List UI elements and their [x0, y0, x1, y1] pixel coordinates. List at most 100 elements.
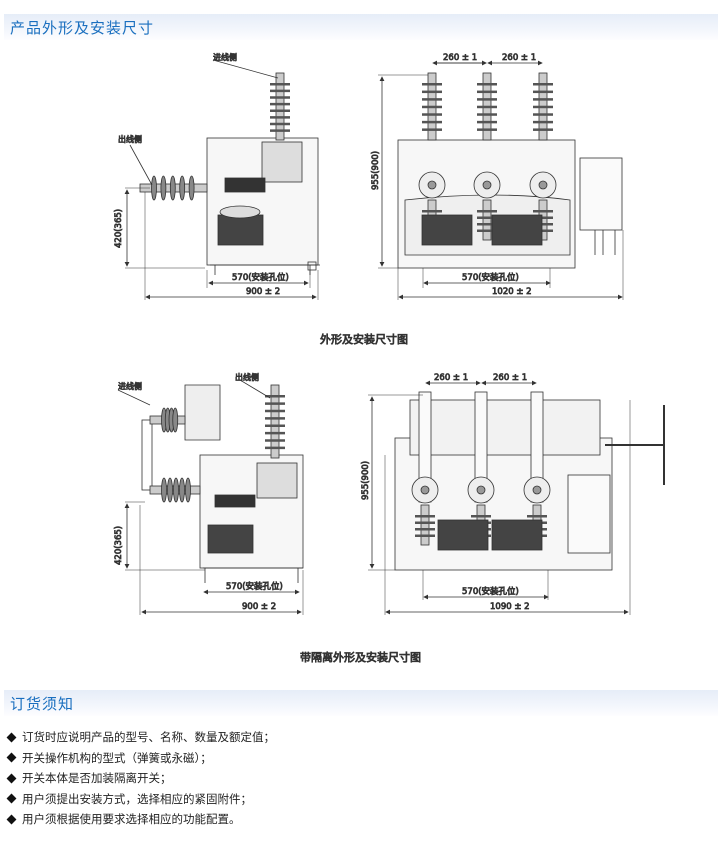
insulator-shed [188, 175, 195, 201]
width-dimension: 900 ± 2 [246, 287, 280, 297]
insulator-shed [422, 113, 442, 116]
insulator-shed [265, 409, 285, 413]
list-item: 开关操作机构的型式（弹簧或永磁）； [6, 748, 275, 769]
insulator-shed [477, 128, 497, 131]
insulator-shed [477, 105, 497, 109]
insulator-shed [185, 477, 191, 503]
figure-caption: 外形及安装尺寸图 [320, 332, 408, 346]
vacuum-interrupter [214, 494, 256, 508]
bushing-insulator [477, 199, 497, 241]
operating-mechanism [491, 214, 543, 246]
insulator-shed [270, 102, 290, 106]
insulator-shed [533, 210, 553, 213]
insulator-shed [265, 402, 285, 405]
insulator-shed [151, 175, 157, 201]
list-item: 用户须提出安装方式，选择相应的紧固附件； [6, 789, 275, 810]
bushing-insulator [477, 72, 497, 141]
outlet-side-label: 出线侧 [118, 134, 142, 144]
insulator-shed [270, 116, 290, 119]
bushing-insulator [415, 504, 435, 546]
insulator-shed [265, 417, 285, 420]
list-item: 订货时应说明产品的型号、名称、数量及额定值； [6, 727, 275, 748]
diamond-bullet-icon [6, 814, 17, 825]
section-header-dimensions: 产品外形及安装尺寸 [4, 14, 718, 40]
side-view-drawing-1: 进线侧 出线侧 420(365) 570(安装孔位) 900 ± 2 [114, 52, 320, 300]
insulator-shed [533, 223, 553, 226]
current-transformer [256, 462, 298, 499]
foot [307, 261, 317, 271]
front-view-drawing-2: 260 ± 1 260 ± 1 955(900) 570(安装孔位) 1090 … [361, 373, 665, 615]
height-dimension: 955(900) [371, 151, 381, 190]
section-title: 产品外形及安装尺寸 [10, 19, 155, 37]
ordering-notes-list: 订货时应说明产品的型号、名称、数量及额定值； 开关操作机构的型式（弹簧或永磁）；… [6, 727, 275, 830]
insulator-shed [477, 113, 497, 116]
insulator-shed [533, 90, 553, 94]
insulator-shed [477, 216, 497, 219]
operating-mechanism [217, 214, 264, 246]
insulator-shed [477, 83, 497, 86]
insulator-shed [270, 83, 290, 86]
insulator-shed [265, 395, 285, 398]
section-title: 订货须知 [10, 695, 75, 713]
list-item: 用户须根据使用要求选择相应的功能配置。 [6, 809, 275, 830]
insulator-shed [270, 122, 290, 126]
insulator-shed [533, 113, 553, 116]
bushing-insulator [149, 407, 186, 433]
insulator-shed [173, 477, 179, 503]
insulator-shed [533, 98, 553, 101]
bushing-insulator [139, 175, 208, 201]
insulator-shed [533, 83, 553, 86]
figure-caption: 带隔离外形及安装尺寸图 [300, 650, 421, 664]
insulator-shed [422, 98, 442, 101]
insulator-shed [422, 120, 442, 124]
pitch-dimension: 260 ± 1 [434, 373, 468, 383]
width-dimension: 1090 ± 2 [490, 602, 530, 612]
bushing-insulator [265, 384, 285, 459]
bushing-insulator [533, 72, 553, 141]
diamond-bullet-icon [6, 773, 17, 784]
insulator-shed [477, 229, 497, 232]
width-dimension: 900 ± 2 [242, 602, 276, 612]
insulator-shed [415, 534, 435, 537]
insulator-shed [265, 424, 285, 427]
insulator-shed [265, 439, 285, 442]
bushing-insulator [270, 72, 290, 141]
control-box [567, 474, 611, 554]
inlet-side-label: 进线侧 [118, 381, 142, 391]
insulator-shed [179, 175, 186, 201]
insulator-shed [533, 120, 553, 124]
diamond-bullet-icon [6, 793, 17, 804]
technical-drawings: 进线侧 出线侧 420(365) 570(安装孔位) 900 ± 2 260 ±… [114, 52, 665, 664]
pitch-dimension: 260 ± 1 [502, 53, 536, 63]
insulator-shed [265, 446, 285, 450]
leader-line [212, 59, 279, 79]
insulator-shed [169, 175, 176, 201]
insulator-shed [270, 109, 290, 112]
note-text: 开关本体是否加装隔离开关； [22, 771, 172, 786]
current-transformer [261, 141, 303, 183]
vacuum-interrupter [224, 177, 266, 193]
insulator-shed [533, 216, 553, 219]
section-header-ordering: 订货须知 [4, 690, 718, 716]
operating-mechanism [207, 524, 254, 554]
bushing-insulator [422, 72, 442, 141]
insulator-shed [160, 175, 167, 201]
diamond-bullet-icon [6, 732, 17, 743]
insulator-shed [172, 407, 179, 433]
insulator-shed [161, 477, 167, 503]
mount-dimension: 570(安装孔位) [462, 272, 519, 283]
note-text: 订货时应说明产品的型号、名称、数量及额定值； [22, 730, 275, 745]
mount-dimension: 570(安装孔位) [226, 581, 283, 592]
isolator-housing [184, 384, 221, 441]
insulator-shed [270, 129, 290, 132]
insulator-shed [415, 528, 435, 531]
list-item: 开关本体是否加装隔离开关； [6, 768, 275, 789]
mount-dimension: 570(安装孔位) [462, 586, 519, 597]
insulator-shed [477, 98, 497, 101]
insulator-shed [477, 223, 497, 226]
insulator-shed [270, 96, 290, 99]
front-view-drawing-1: 260 ± 1 260 ± 1 955(900) 570(安装孔位) 1020 … [371, 53, 624, 300]
bushing-insulator [149, 477, 201, 503]
operating-mechanism [437, 519, 489, 551]
insulator-shed [167, 477, 173, 503]
